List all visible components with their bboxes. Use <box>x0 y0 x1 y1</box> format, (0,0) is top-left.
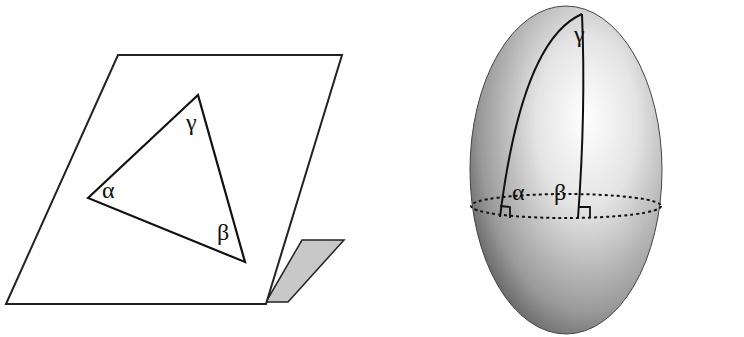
flat-plane <box>6 55 342 304</box>
angle-label: α <box>512 180 525 204</box>
flat-triangle <box>88 95 245 262</box>
angle-label: γ <box>186 110 197 134</box>
angle-label: β <box>217 220 229 244</box>
spherical-side <box>500 14 582 217</box>
angle-label: γ <box>574 22 585 46</box>
angle-label: α <box>102 178 115 202</box>
sphere <box>470 6 662 334</box>
right-angle-mark <box>578 207 590 218</box>
angle-label: β <box>554 180 566 204</box>
right-angle-mark <box>500 206 510 218</box>
